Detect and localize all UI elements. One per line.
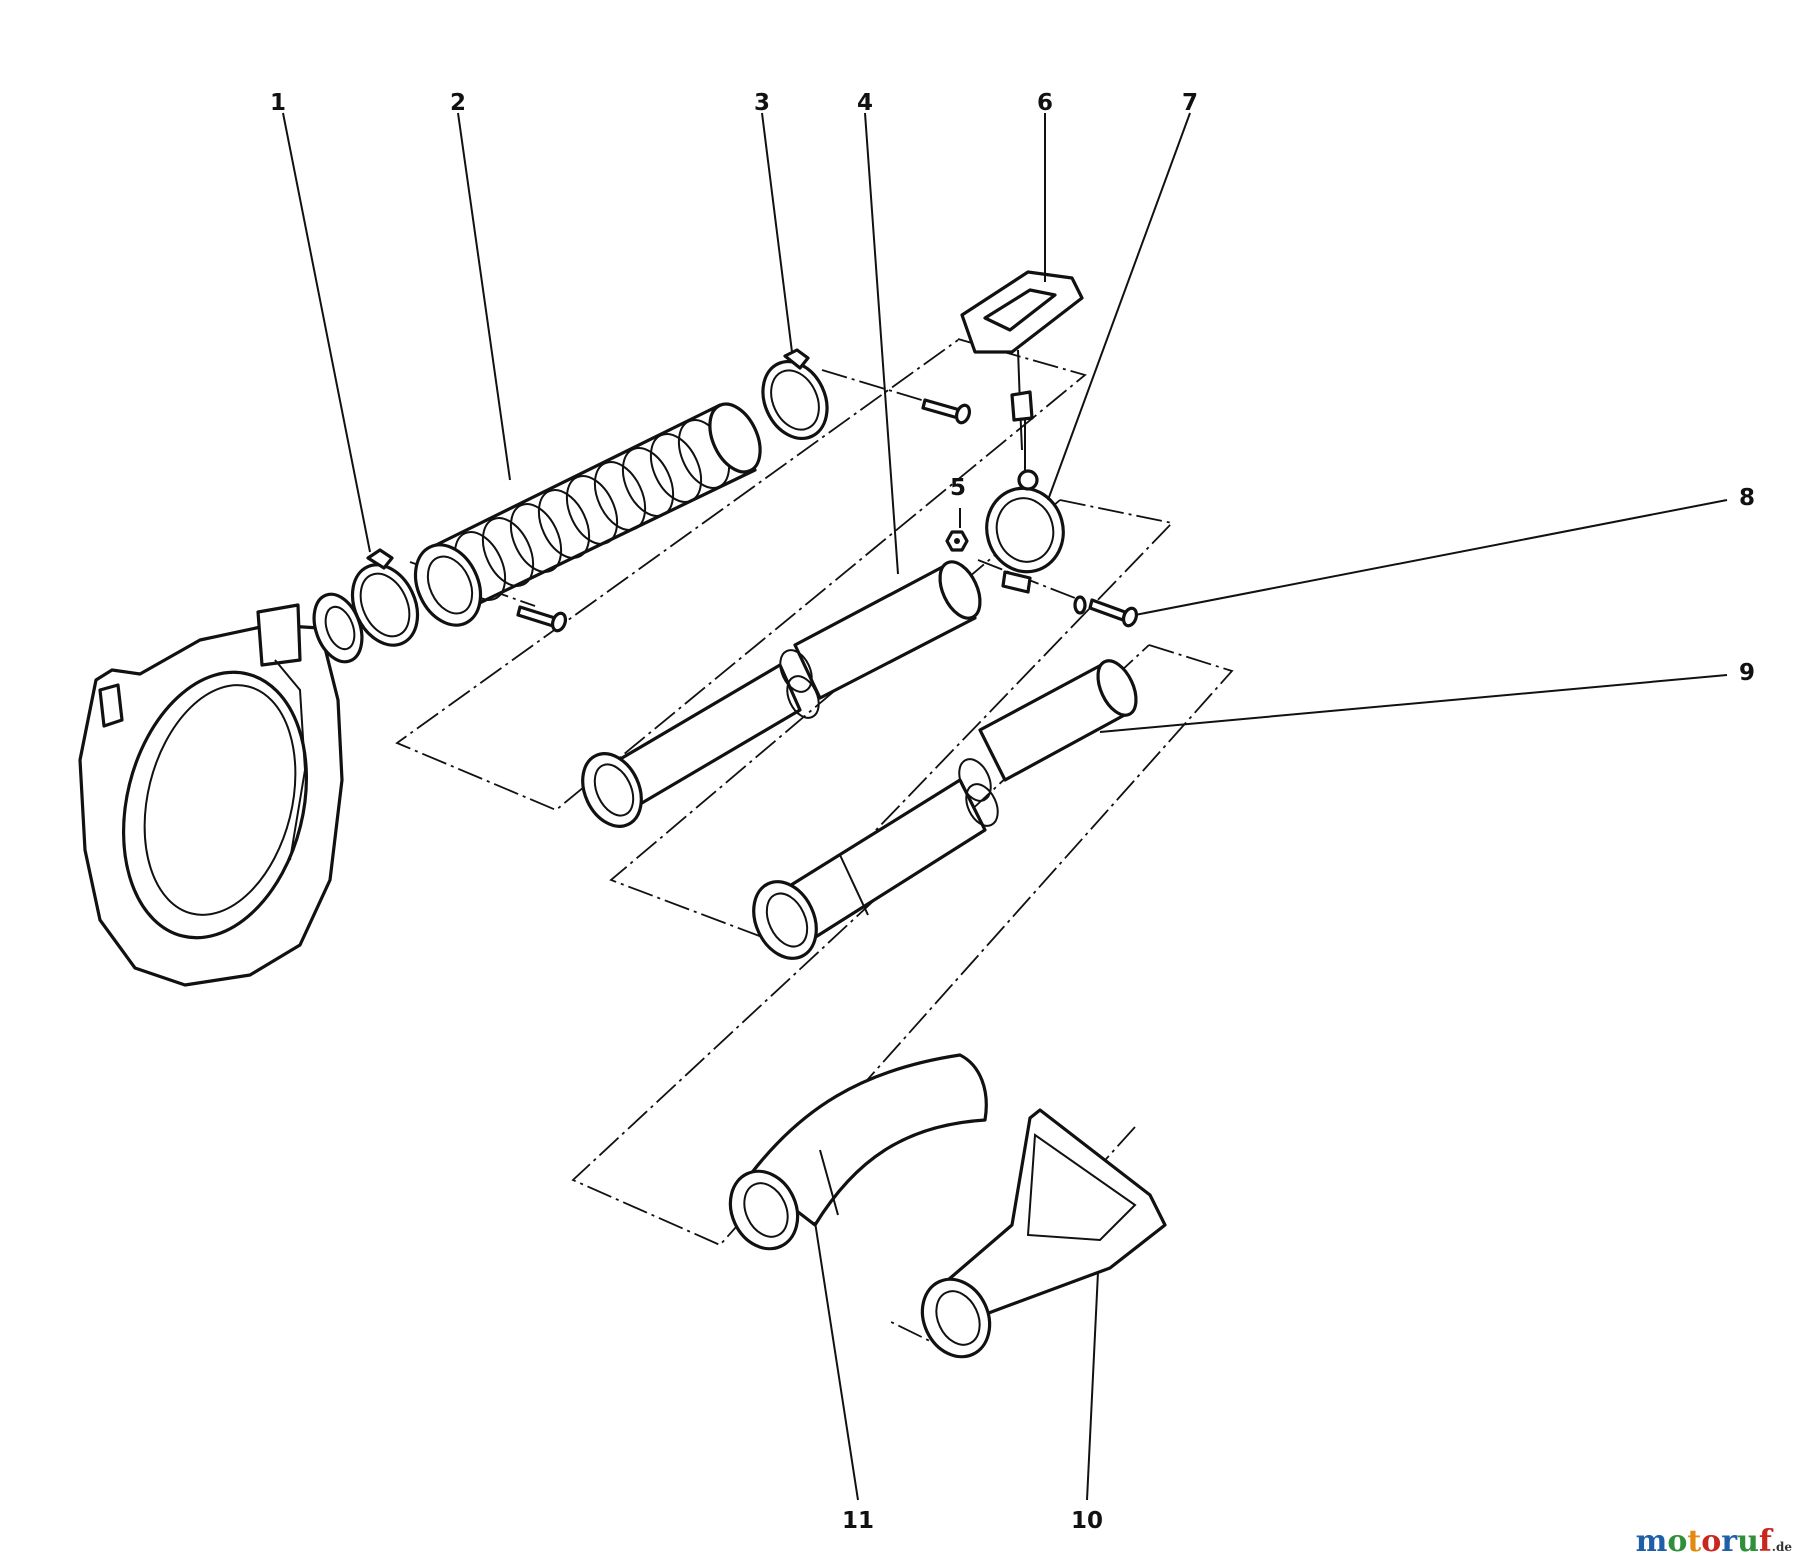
screw-and-washer — [1073, 595, 1139, 628]
hose-clamp-right — [761, 348, 829, 441]
callout-6: 6 — [1037, 90, 1053, 116]
leader-lines — [282, 112, 1728, 1501]
nut — [945, 530, 969, 552]
callout-2: 2 — [450, 90, 466, 116]
callout-1: 1 — [270, 90, 286, 116]
watermark-text: motoruf — [1635, 1524, 1772, 1559]
callout-7: 7 — [1182, 90, 1198, 116]
hose-clamp-left — [350, 548, 420, 647]
callouts: 1 2 3 4 5 6 7 8 9 10 11 — [270, 90, 1755, 1534]
handle-clamp — [985, 469, 1065, 594]
callout-9: 9 — [1739, 660, 1755, 686]
watermark-tld: .de — [1771, 1540, 1792, 1554]
handle — [960, 270, 1084, 470]
curved-nozzle — [728, 1053, 988, 1251]
callout-5: 5 — [950, 475, 966, 501]
screw-left — [516, 605, 568, 633]
callout-11: 11 — [842, 1508, 874, 1534]
blower-housing — [78, 592, 364, 987]
watermark-logo: motoruf.de — [1636, 1524, 1792, 1559]
upper-tube — [581, 560, 982, 828]
lower-tube — [752, 659, 1138, 960]
callout-10: 10 — [1071, 1508, 1103, 1534]
flat-nozzle — [920, 1108, 1167, 1359]
callout-3: 3 — [754, 90, 770, 116]
callout-4: 4 — [857, 90, 873, 116]
callout-8: 8 — [1739, 485, 1755, 511]
screw-top — [921, 398, 972, 425]
flexible-hose — [413, 402, 762, 627]
